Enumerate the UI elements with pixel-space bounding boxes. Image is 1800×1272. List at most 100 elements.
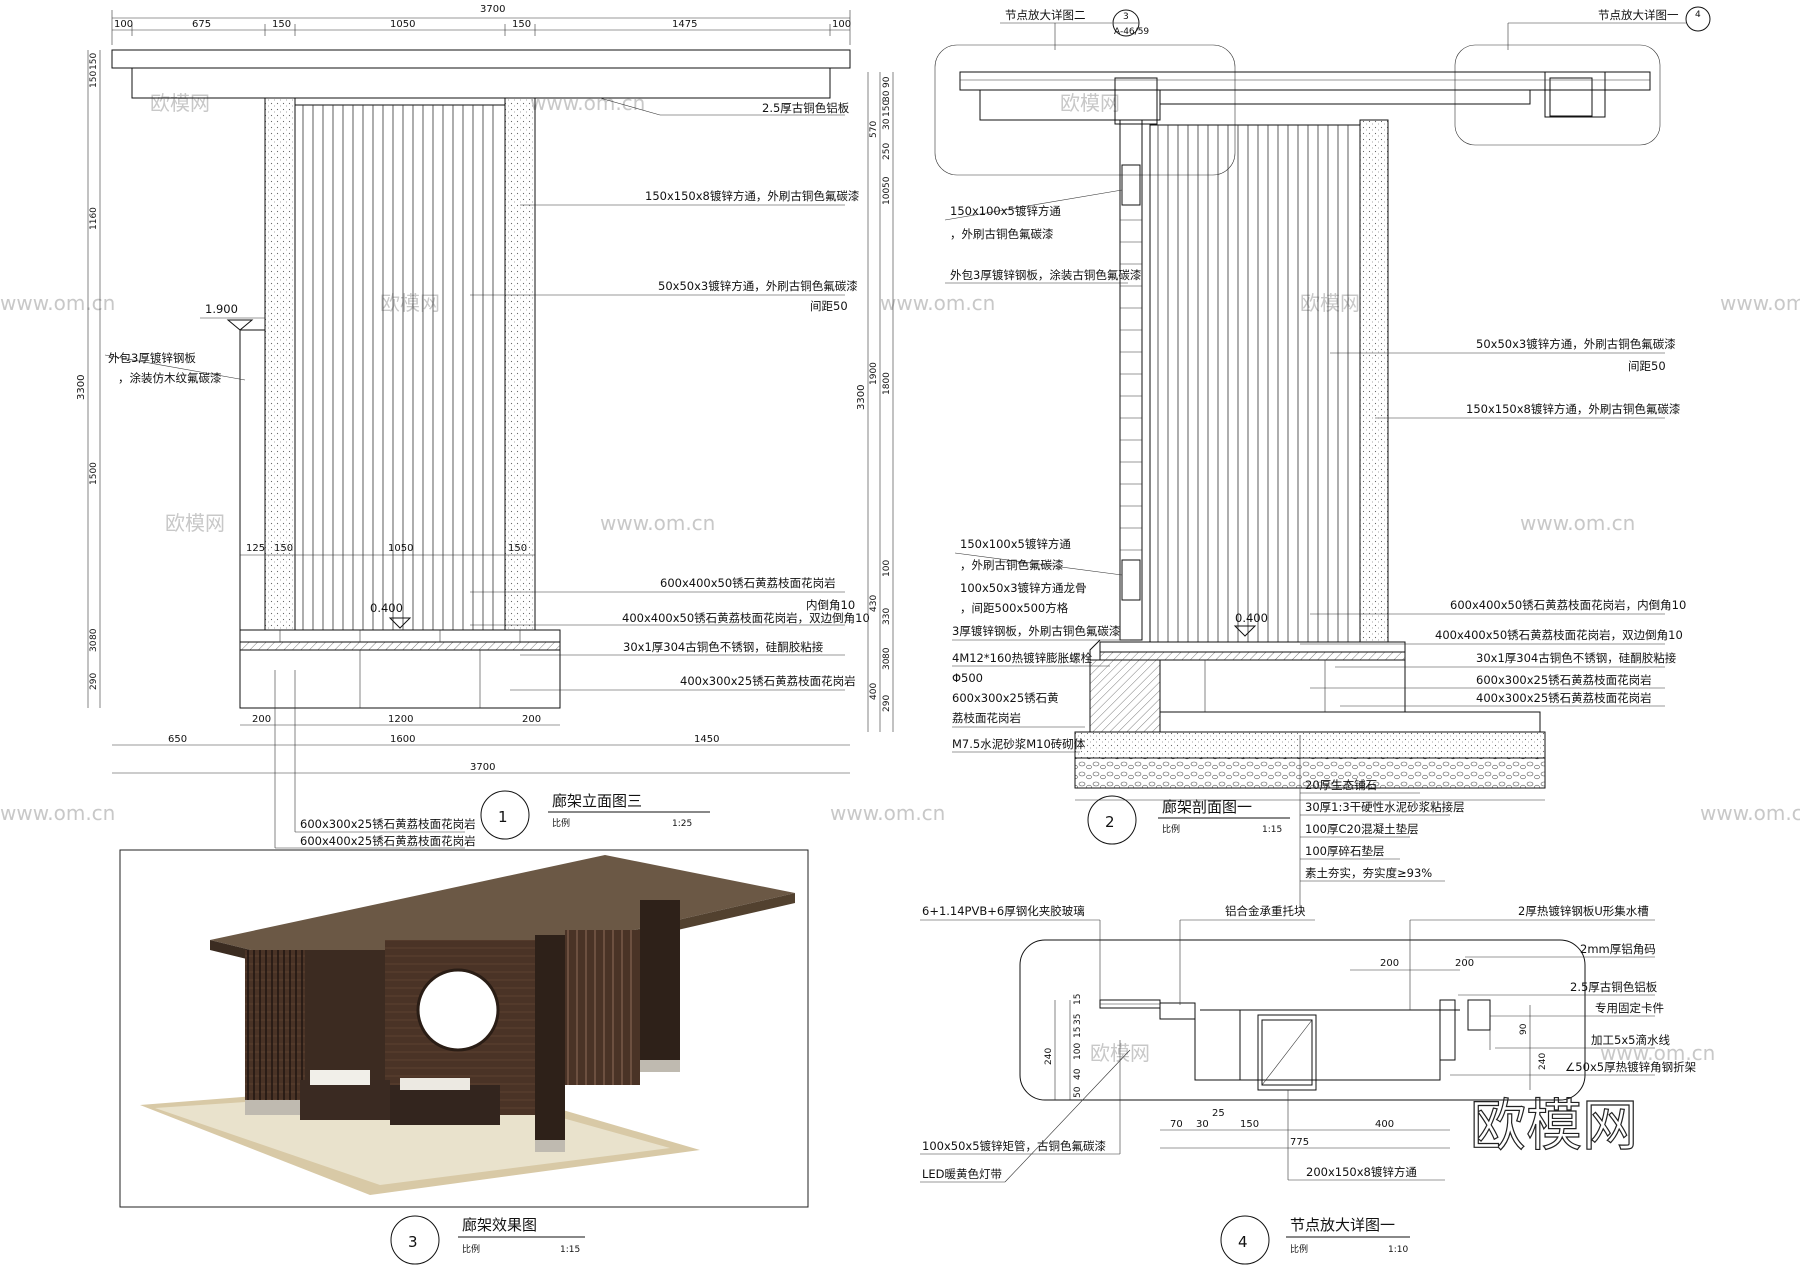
dim-text: 570 [869,121,879,138]
note: 600x300x25锈石黄荔枝面花岗岩 [1476,673,1652,687]
dim-text: 1050 [388,543,413,554]
note: 2厚热镀锌钢板U形集水槽 [1518,904,1649,918]
dim-text: 1600 [390,734,415,745]
dim-text: 1050 [390,19,415,30]
note: 加工5x5滴水线 [1591,1033,1670,1047]
note: 间距50 [1628,359,1666,373]
dim-text: 40 [1073,1068,1083,1080]
watermark-site: www.om.cn [530,91,645,115]
note: LED暖黄色灯带 [922,1167,1002,1181]
scale-value: 1:25 [672,819,692,829]
layer-text: 素土夯实，夯实度≥93% [1305,866,1432,880]
watermark-site: www.om.cn [0,291,115,315]
dim-text: 200 [252,714,271,725]
dim-text: 675 [192,19,211,30]
note: 荔枝面花岗岩 [952,711,1021,725]
dim-text: 100 [114,19,133,30]
layer-text: 100厚C20混凝土垫层 [1305,822,1419,836]
dim-text: 400 [1375,1119,1394,1130]
dim-text: 1160 [89,207,99,230]
dim-text: 25 [1212,1108,1225,1119]
view3-render: 3 廊架效果图 比例 1:15 [119,849,809,1265]
watermark-brand: 欧模网 [1300,291,1360,315]
dim-text: 30 [882,658,892,670]
scale-value: 1:15 [560,1245,580,1255]
view-title: 节点放大详图一 [1290,1216,1395,1234]
dim-text: 100 [832,19,851,30]
dim-text: 3700 [470,762,495,773]
note: 100x50x5镀锌矩管，古铜色氟碳漆 [922,1139,1106,1153]
scale-label: 比例 [1162,823,1180,835]
note: 内倒角10 [806,598,855,612]
note: 200x150x8镀锌方通 [1306,1165,1417,1179]
callout-label: 节点放大详图一 [1598,8,1679,22]
note: 专用固定卡件 [1595,1001,1664,1015]
dim-text: 125 [246,543,265,554]
dim-text: 30 [882,90,892,102]
dim-text: 150 [89,53,99,70]
watermark-brand: 欧模网 [1060,91,1120,115]
dim-text: 1450 [694,734,719,745]
column-studs [1120,219,1142,551]
dim-text: 150 [274,543,293,554]
note: 外包3厚镀锌钢板 [108,351,196,365]
dim-text: 30 [89,640,99,652]
watermark-site: www.om.cn [1720,291,1800,315]
dim-text: 1200 [388,714,413,725]
note: 30x1厚304古铜色不锈钢，硅酮胶粘接 [623,640,824,654]
dim-text: 1500 [89,462,99,485]
dim-text: 3300 [76,375,87,400]
note: 150x100x5镀锌方通 [960,537,1071,551]
layer-text: 30厚1:3干硬性水泥砂浆粘接层 [1305,800,1465,814]
note: ，外刷古铜色氟碳漆 [960,558,1064,572]
note: 2.5厚古铜色铝板 [762,101,850,115]
dim-text: 290 [882,695,892,712]
note: 100x50x3镀锌方通龙骨 [960,581,1087,595]
watermark-site: www.om.cn [600,511,715,535]
level-mark: 0.400 [370,601,403,615]
scale-label: 比例 [462,1243,480,1255]
view-number: 1 [498,808,508,826]
level-mark: 0.400 [1235,611,1268,625]
scale-label: 比例 [1290,1243,1308,1255]
note: 6+1.14PVB+6厚钢化夹胶玻璃 [922,904,1085,918]
note: M7.5水泥砂浆M10砖砌体 [952,737,1086,751]
dim-text: 150 [882,100,892,117]
dim-text: 400 [869,683,879,700]
note: 600x300x25锈石黄 [952,691,1059,705]
note: ，间距500x500方格 [960,601,1069,615]
brand-watermark: 欧模网 [1470,1094,1638,1159]
note: 150x150x8镀锌方通，外刷古铜色氟碳漆 [1466,402,1680,416]
dim-text: 90 [882,76,892,88]
dim-text: 200 [1380,958,1399,969]
watermark-brand: 欧模网 [165,511,225,535]
dim-text: 240 [1044,1048,1054,1065]
note: 600x400x25锈石黄荔枝面花岗岩 [300,834,476,848]
view1-elevation: 3700 100 675 150 1050 150 1475 100 3300 … [76,4,870,849]
dim-text: 90 [1519,1023,1529,1035]
dim-text: 15 [1073,994,1083,1005]
note: 50x50x3镀锌方通，外刷古铜色氟碳漆 [658,279,858,293]
dim-text: 50 [882,176,892,188]
note: 3厚镀锌钢板，外刷古铜色氟碳漆 [952,624,1120,638]
view-number: 4 [1238,1233,1248,1251]
watermark-site: www.om.cn [880,291,995,315]
note: 4M12*160热镀锌膨胀螺栓 [952,651,1093,665]
note: 150x150x8镀锌方通，外刷古铜色氟碳漆 [645,189,859,203]
note: 铝合金承重托块 [1225,904,1306,918]
render-slats [247,930,632,1100]
note: ，涂装仿木纹氟碳漆 [118,371,222,385]
dim-text: 1800 [882,372,892,395]
dim-text: 100 [882,560,892,577]
dim-text: 100 [1073,1043,1083,1060]
scale-label: 比例 [552,817,570,829]
watermark-brand: 欧模网 [380,291,440,315]
note: 600x400x50锈石黄荔枝面花岗岩，内倒角10 [1450,598,1686,612]
callout-num: 4 [1695,10,1701,20]
note: 2.5厚古铜色铝板 [1570,980,1658,994]
vertical-slats [302,105,494,630]
dim-text: 1475 [672,19,697,30]
callout-num: 3 [1123,12,1129,22]
callout-label: 节点放大详图二 [1005,8,1086,22]
